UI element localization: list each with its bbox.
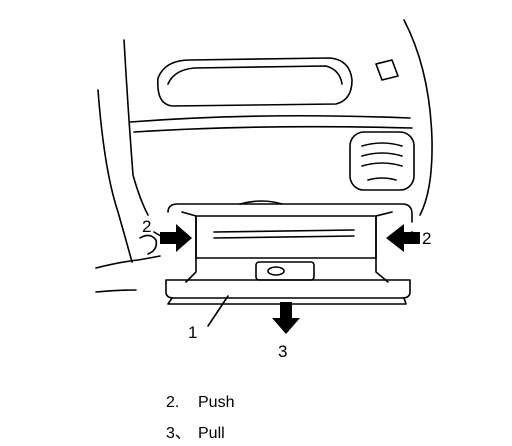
small-switch	[375, 59, 399, 81]
side-vent-louver-2	[361, 152, 403, 157]
side-vent-louver-3	[361, 162, 403, 167]
glovebox-opening-frame	[167, 203, 413, 223]
dashboard-ledge-line-2	[133, 125, 413, 133]
upper-vent-inner	[167, 65, 343, 85]
left-hand-thumb	[139, 234, 158, 255]
glovebox-latch-knob	[267, 266, 285, 276]
dashboard-upper-contour	[123, 39, 149, 216]
push-left-arrow-icon	[160, 224, 192, 252]
legend-number: 3、	[166, 425, 191, 442]
glovebox-tub-left-wall	[181, 211, 197, 283]
glovebox-latch-handle	[255, 261, 315, 281]
side-vent-louver-4	[367, 177, 397, 181]
dashboard-right-contour	[403, 19, 433, 216]
left-hand-outline	[95, 255, 161, 293]
legend-item-push: 2. Push	[166, 393, 234, 413]
side-vent-housing	[349, 131, 415, 191]
leader-line-part-1	[207, 295, 229, 327]
glovebox-inner-slot	[213, 229, 355, 233]
glovebox-door	[165, 279, 411, 299]
glovebox-tub-right-wall	[375, 211, 393, 283]
upper-vent-opening	[156, 57, 353, 107]
side-vent-louver-1	[361, 142, 403, 147]
callout-pull-down: 3	[278, 342, 287, 361]
glovebox-latch-recess	[239, 200, 283, 205]
callout-push-right: 2	[422, 229, 431, 248]
callout-part-1: 1	[188, 323, 197, 342]
push-right-arrow-icon	[386, 224, 420, 252]
callout-push-left: 2	[142, 217, 151, 236]
legend-number: 2.	[166, 394, 180, 411]
glovebox-inner-slot-2	[213, 235, 355, 239]
dashboard-ledge-line	[129, 114, 411, 123]
legend-item-pull: 3、 Pull	[166, 424, 225, 444]
pull-down-arrow-icon	[272, 302, 300, 334]
legend-label: Pull	[198, 425, 225, 442]
dashboard-left-lower-contour	[97, 89, 133, 263]
legend-label: Push	[198, 394, 235, 411]
